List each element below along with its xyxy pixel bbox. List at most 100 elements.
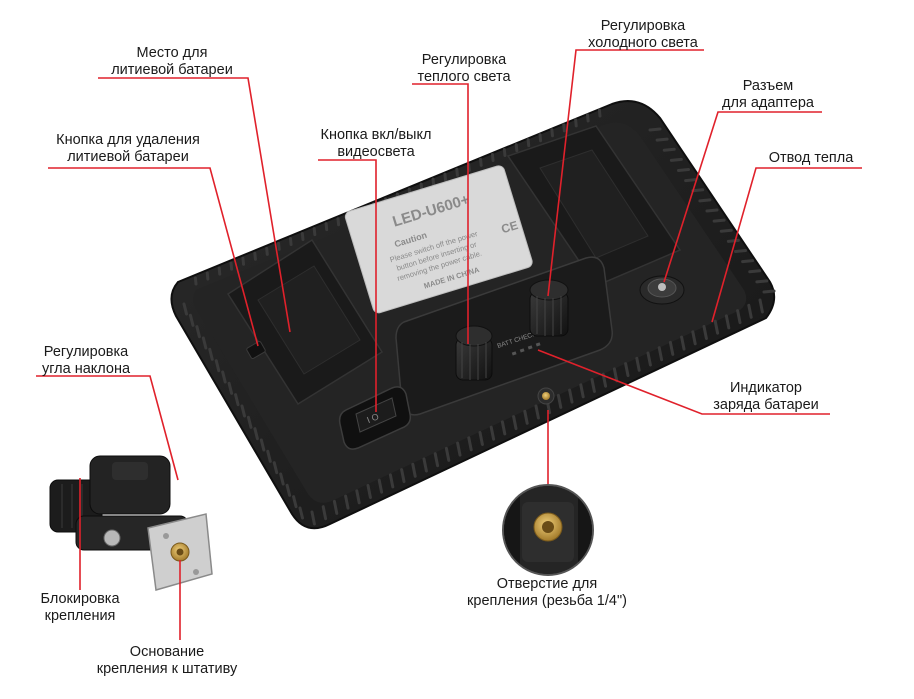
heat-sink-fin — [277, 241, 281, 251]
heat-sink-fin — [624, 362, 630, 378]
leader-cold-knob — [547, 49, 704, 297]
heat-sink-fin — [259, 438, 266, 452]
leader-battery-release — [48, 167, 259, 347]
heat-sink-fin — [586, 113, 590, 123]
leader-adapter-jack — [663, 111, 822, 283]
heat-sink-fin — [712, 218, 726, 223]
heat-sink-fin — [669, 157, 683, 162]
label-mount-base: Основание крепления к штативу — [96, 644, 238, 677]
heat-sink-fin — [568, 388, 574, 404]
heat-sink-fin — [324, 222, 329, 232]
leader-power-button — [318, 159, 377, 412]
heat-sink-fin — [648, 127, 662, 132]
heat-sink-fin — [443, 172, 448, 182]
heat-sink-fin — [272, 461, 279, 475]
heat-sink-fin — [195, 325, 201, 339]
heat-sink-fin — [411, 462, 417, 478]
adapter-jack[interactable] — [639, 275, 685, 305]
heat-sink-fin — [713, 319, 720, 335]
leader-warm-knob — [412, 83, 469, 344]
heat-sink-fin — [205, 271, 210, 281]
heat-sink-fin — [193, 276, 198, 286]
heat-sink-fin — [188, 313, 195, 327]
power-switch[interactable]: I O — [338, 386, 412, 450]
mount-shoe — [89, 455, 171, 515]
heat-sink-fin — [285, 483, 292, 497]
label-cold-knob: Регулировка холодного света — [588, 18, 698, 51]
heat-sink-fin — [726, 238, 740, 243]
heat-sink-fin — [612, 367, 619, 383]
label-battery-indicator: Индикатор заряда батареи — [713, 380, 819, 413]
heat-sink-fin — [288, 236, 293, 246]
heat-sink-fin — [431, 177, 436, 187]
heat-sink-fin — [336, 217, 341, 227]
thread-hole-zoom — [502, 484, 594, 576]
heat-sink-fin — [455, 167, 459, 177]
heat-sink-fin — [355, 489, 361, 505]
heat-sink-fin — [227, 381, 234, 395]
tripod-mount — [49, 455, 213, 591]
heat-sink-fin — [182, 302, 188, 316]
leader-battery-indicator — [537, 349, 830, 415]
heat-sink-fin — [724, 314, 731, 330]
heat-sink-fin — [456, 441, 462, 457]
heat-sink-fin — [668, 340, 675, 356]
heat-sink-fin — [298, 506, 304, 520]
heat-sink-fin — [556, 393, 563, 409]
heat-sink-fin — [500, 420, 507, 436]
heat-sink-fins — [182, 108, 776, 526]
label-tilt-adjust: Регулировка угла наклона — [41, 344, 131, 377]
heat-sink-fin — [422, 457, 428, 473]
label-warm-knob: Регулировка теплого света — [417, 52, 511, 85]
switch-symbols: I O — [365, 411, 380, 425]
heat-sink-fin — [292, 495, 298, 509]
heat-sink-fin — [748, 269, 762, 274]
heat-sink-fin — [550, 128, 554, 138]
heat-sink-fin — [691, 330, 697, 346]
heat-sink-fin — [253, 427, 259, 441]
heat-sink-fin — [526, 138, 531, 148]
battery-release-button[interactable] — [246, 341, 266, 359]
heat-sink-fin — [579, 383, 585, 399]
label-heat-sink: Отвод тепла — [768, 150, 854, 166]
lock-screw[interactable] — [103, 529, 121, 547]
heat-sink-fin — [479, 157, 483, 167]
heat-sink-fin — [758, 298, 764, 314]
leader-tilt-adjust — [36, 375, 179, 481]
heat-sink-fin — [478, 431, 484, 446]
heat-sink-fin — [310, 510, 316, 526]
heat-sink-fin — [562, 123, 566, 133]
heat-sink-fin — [684, 178, 698, 183]
heat-sink-fin — [680, 335, 686, 351]
ce-mark: CE — [500, 218, 520, 236]
heat-sink-fin — [534, 404, 540, 420]
heat-sink-fin — [736, 309, 742, 325]
heat-sink-fin — [217, 266, 222, 276]
heat-sink-fin — [321, 505, 328, 521]
panel-thread-hole — [537, 387, 555, 405]
heat-sink-fin — [677, 168, 690, 172]
heat-sink-fin — [234, 393, 240, 407]
heat-sink-fin — [523, 409, 529, 425]
heat-sink-fin — [597, 108, 602, 118]
battery-indicator-leds — [511, 342, 541, 356]
heat-sink-fin — [705, 208, 719, 213]
label-battery-release: Кнопка для удаления литиевой батареи — [56, 132, 200, 165]
heat-sink-fin — [265, 246, 269, 256]
heat-sink-fin — [279, 472, 285, 486]
heat-sink-fin — [574, 118, 578, 128]
heat-sink-fin — [657, 346, 664, 362]
heat-sink-fin — [241, 256, 246, 266]
heat-sink-fin — [377, 478, 384, 494]
label-mount-lock: Блокировка крепления — [40, 591, 120, 624]
heat-sink-fin — [221, 370, 227, 384]
heat-sink-fin — [433, 452, 440, 468]
label-power-button: Кнопка вкл/выкл видеосвета — [320, 127, 432, 160]
leader-battery-slot — [98, 77, 291, 333]
warm-light-knob[interactable] — [455, 325, 493, 381]
label-battery-slot: Место для литиевой батареи — [111, 45, 233, 78]
heat-sink-fin — [635, 356, 641, 372]
heat-sink-fin — [344, 494, 350, 510]
heat-sink-fin — [366, 484, 372, 499]
